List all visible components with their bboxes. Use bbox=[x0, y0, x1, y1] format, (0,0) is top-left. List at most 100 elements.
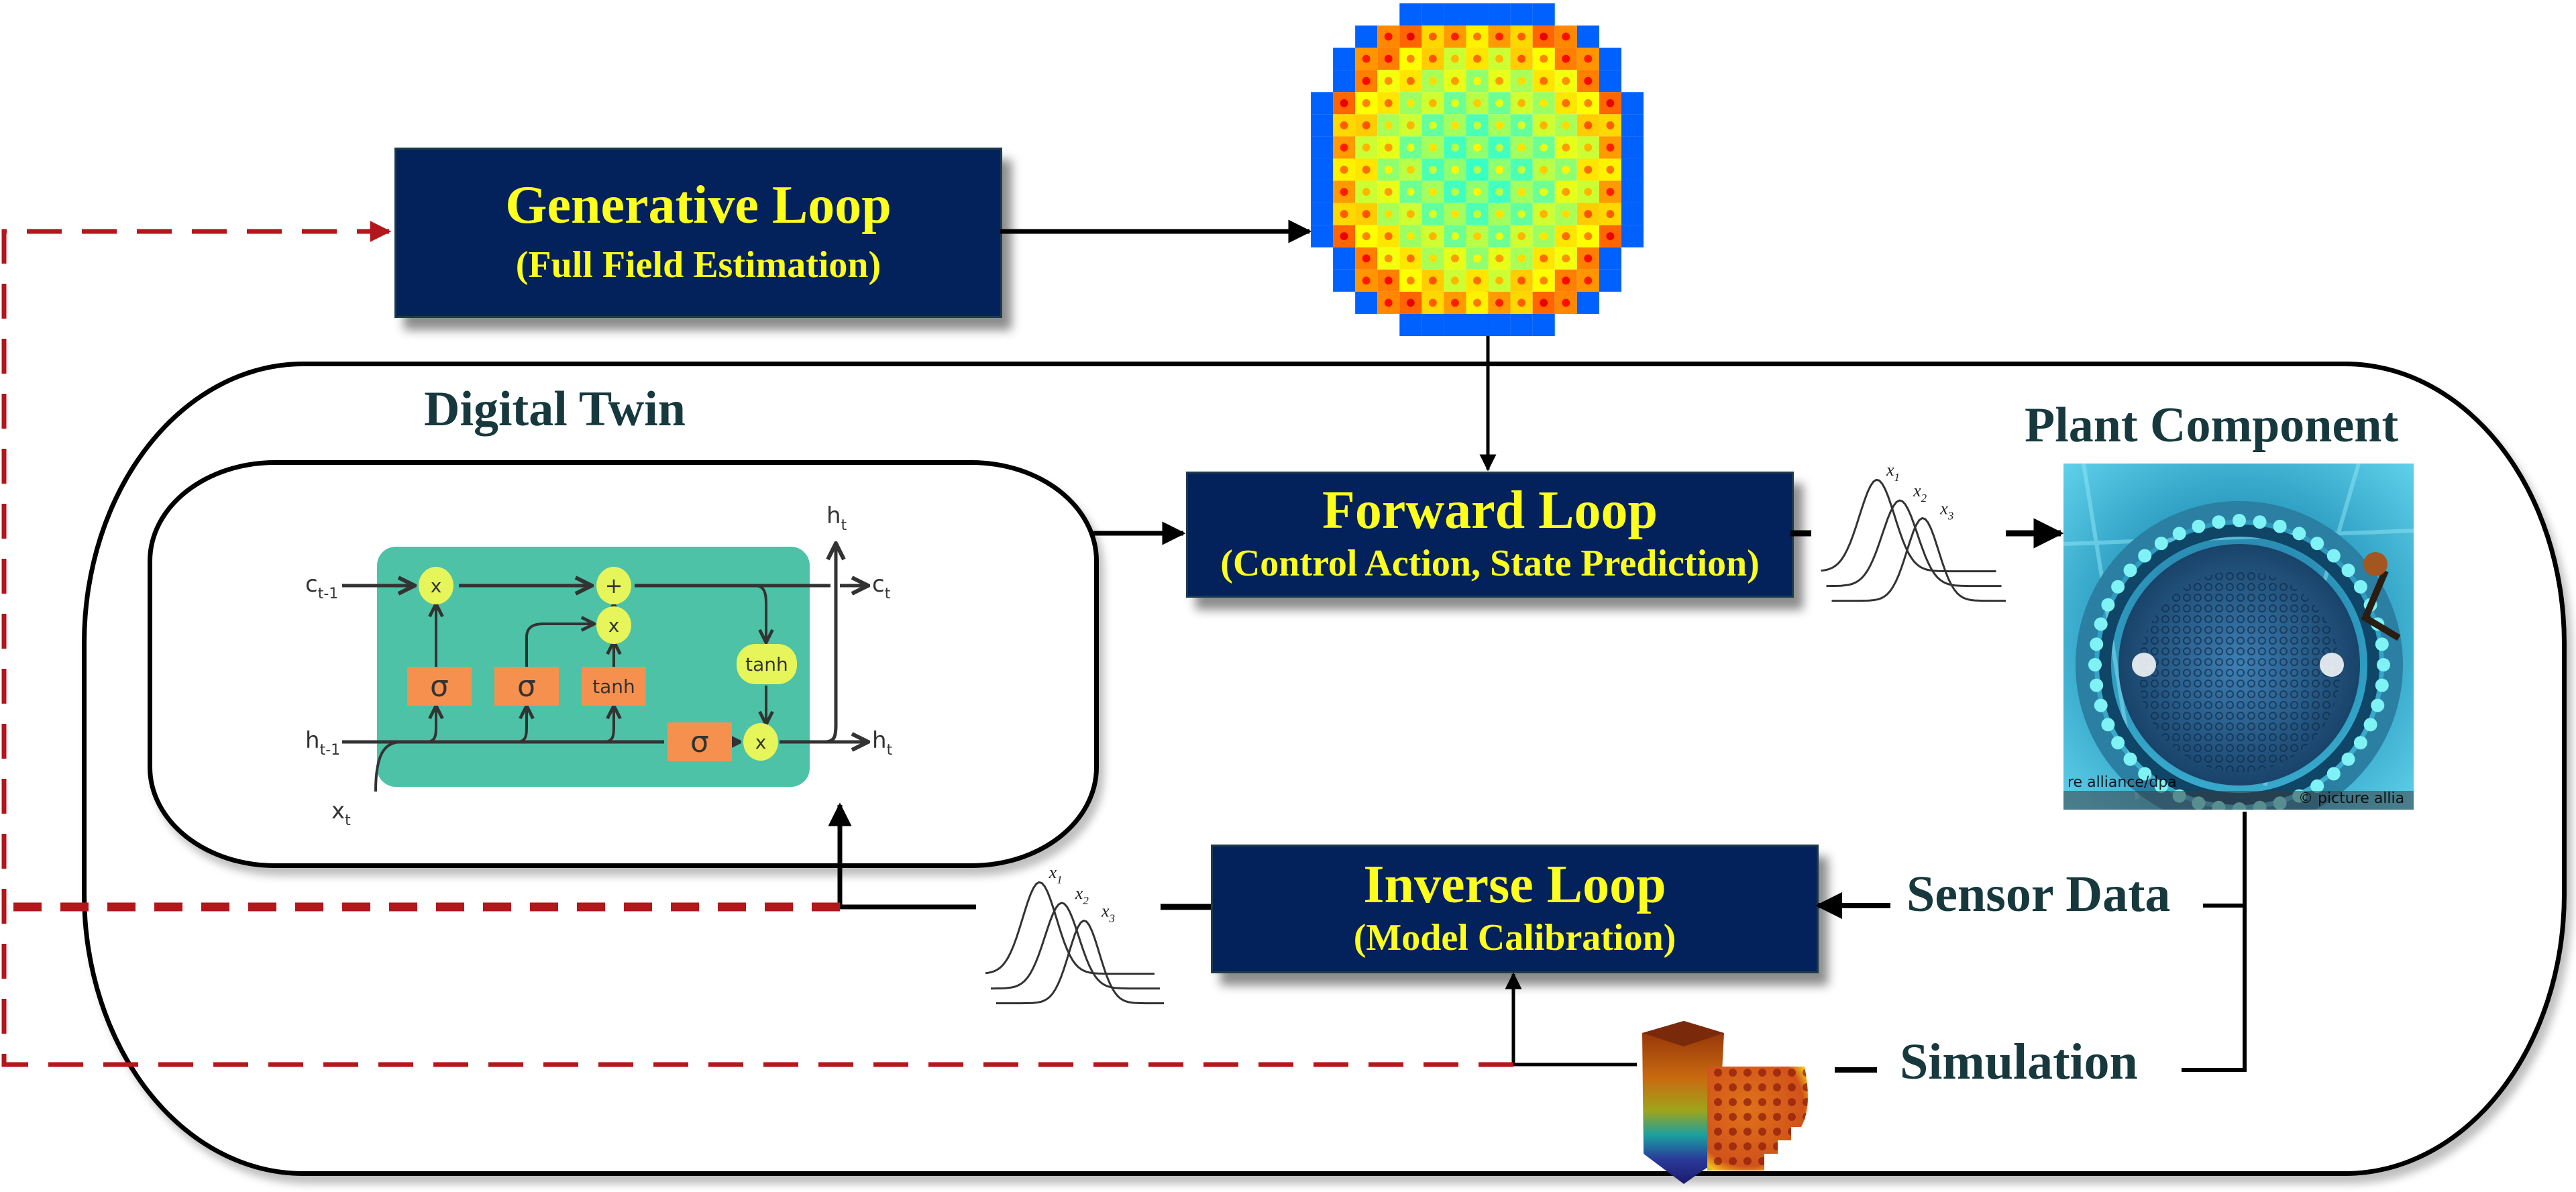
distribution-curve bbox=[985, 881, 1155, 975]
c-prev-label: ct-1 bbox=[305, 571, 338, 602]
core-assembly-hotspot bbox=[1562, 143, 1570, 152]
inverse-loop-box[interactable]: Inverse Loop (Model Calibration) bbox=[1211, 845, 1819, 973]
core-assembly-hotspot bbox=[1517, 32, 1526, 41]
core-assembly-hotspot bbox=[1406, 143, 1415, 152]
core-assembly-hotspot bbox=[1517, 254, 1526, 263]
ring-light bbox=[2341, 752, 2355, 766]
ring-light bbox=[2377, 658, 2390, 671]
distribution-curve bbox=[1826, 499, 2002, 588]
ring-light bbox=[2273, 519, 2287, 533]
core-assembly-hotspot bbox=[1584, 254, 1593, 263]
ring-light bbox=[2192, 519, 2206, 533]
ring-light bbox=[2375, 637, 2389, 651]
core-assembly-hotspot bbox=[1562, 188, 1570, 197]
core-assembly-hotspot bbox=[1384, 188, 1393, 197]
core-assembly-cell bbox=[1333, 48, 1356, 70]
core-assembly-cell bbox=[1311, 92, 1334, 115]
ring-light bbox=[2371, 698, 2385, 712]
core-assembly-cell bbox=[1311, 158, 1334, 181]
core-assembly-cell bbox=[1621, 203, 1644, 225]
core-assembly-cell bbox=[1576, 25, 1599, 48]
core-assembly-hotspot bbox=[1562, 99, 1570, 107]
forget-gate-label: σ bbox=[430, 669, 449, 704]
core-assembly-cell bbox=[1311, 180, 1334, 203]
core-assembly-hotspot bbox=[1495, 121, 1504, 129]
ring-light bbox=[2123, 563, 2137, 578]
forward-loop-box[interactable]: Forward Loop (Control Action, State Pred… bbox=[1186, 472, 1794, 598]
core-assembly-hotspot bbox=[1450, 99, 1459, 107]
core-assembly-cell bbox=[1510, 313, 1533, 336]
core-assembly-hotspot bbox=[1584, 166, 1593, 174]
ring-light bbox=[2310, 779, 2324, 793]
core-assembly-hotspot bbox=[1473, 99, 1481, 107]
generative-loop-box[interactable]: Generative Loop (Full Field Estimation) bbox=[394, 148, 1002, 318]
plant-component-photo: re alliance/dpa © picture allia bbox=[2063, 464, 2414, 810]
core-assembly-hotspot bbox=[1495, 76, 1504, 85]
distribution-curve bbox=[996, 919, 1164, 1005]
distribution-label: x2 bbox=[1913, 481, 1927, 504]
distribution-curve bbox=[1831, 517, 2006, 602]
core-assembly-hotspot bbox=[1517, 299, 1526, 307]
core-assembly-hotspot bbox=[1562, 254, 1570, 263]
plant-component-title: Plant Component bbox=[2025, 398, 2399, 453]
ring-light bbox=[2088, 658, 2102, 671]
core-assembly-hotspot bbox=[1584, 54, 1593, 63]
core-assembly-hotspot bbox=[1450, 188, 1459, 197]
core-assembly-hotspot bbox=[1517, 188, 1526, 197]
core-assembly-hotspot bbox=[1428, 254, 1437, 263]
core-assembly-hotspot bbox=[1340, 99, 1348, 107]
core-assembly-hotspot bbox=[1406, 188, 1415, 197]
core-assembly-hotspot bbox=[1428, 54, 1437, 63]
core-assembly-hotspot bbox=[1384, 254, 1393, 263]
core-assembly-hotspot bbox=[1473, 188, 1481, 197]
inverse-loop-title: Inverse Loop bbox=[1363, 855, 1666, 915]
simulation-label: Simulation bbox=[1900, 1034, 2138, 1090]
core-assembly-hotspot bbox=[1584, 232, 1593, 241]
core-assembly-cell bbox=[1599, 48, 1621, 70]
ring-light bbox=[2090, 637, 2104, 651]
core-assembly-hotspot bbox=[1495, 276, 1504, 285]
core-assembly-hotspot bbox=[1495, 188, 1504, 197]
core-assembly-hotspot bbox=[1540, 99, 1548, 107]
core-assembly-hotspot bbox=[1384, 166, 1393, 174]
core-assembly-cell bbox=[1621, 92, 1644, 115]
core-assembly-hotspot bbox=[1406, 210, 1415, 219]
core-assembly-hotspot bbox=[1495, 166, 1504, 174]
distribution-label: x2 bbox=[1075, 883, 1089, 907]
core-assembly-cell bbox=[1532, 3, 1555, 26]
core-assembly-cell bbox=[1311, 114, 1334, 137]
candidate-gate-label: tanh bbox=[592, 675, 635, 698]
core-assembly-hotspot bbox=[1473, 276, 1481, 285]
core-assembly-hotspot bbox=[1606, 166, 1615, 174]
forget-multiply-label: x bbox=[431, 575, 442, 597]
core-assembly-hotspot bbox=[1428, 76, 1437, 85]
core-assembly-hotspot bbox=[1362, 254, 1371, 263]
core-assembly-cell bbox=[1333, 70, 1356, 93]
ring-light bbox=[2154, 779, 2168, 793]
core-assembly-cell bbox=[1399, 3, 1422, 26]
core-assembly-hotspot bbox=[1517, 54, 1526, 63]
generative-loop-title: Generative Loop bbox=[505, 176, 892, 235]
core-assembly-hotspot bbox=[1562, 121, 1570, 129]
core-assembly-cell bbox=[1621, 114, 1644, 137]
digital-twin-title: Digital Twin bbox=[424, 382, 686, 437]
core-assembly-cell bbox=[1488, 3, 1511, 26]
core-assembly-cell bbox=[1421, 313, 1444, 336]
core-assembly-hotspot bbox=[1562, 166, 1570, 174]
core-assembly-hotspot bbox=[1428, 32, 1437, 41]
generative-loop-subtitle: (Full Field Estimation) bbox=[515, 244, 881, 286]
core-assembly-hotspot bbox=[1606, 143, 1615, 152]
core-assembly-hotspot bbox=[1406, 76, 1415, 85]
core-assembly-hotspot bbox=[1428, 232, 1437, 241]
core-assembly-hotspot bbox=[1340, 166, 1348, 174]
core-assembly-hotspot bbox=[1384, 276, 1393, 285]
ring-light bbox=[2212, 515, 2226, 529]
core-assembly-cell bbox=[1421, 3, 1444, 26]
line-plant-to-inputs bbox=[2182, 812, 2247, 1072]
arrow-simulation-to-inverse bbox=[1505, 972, 1637, 1067]
core-assembly-cell bbox=[1621, 180, 1644, 203]
core-assembly-hotspot bbox=[1473, 32, 1481, 41]
forget-gate bbox=[407, 667, 472, 706]
core-assembly-hotspot bbox=[1450, 143, 1459, 152]
